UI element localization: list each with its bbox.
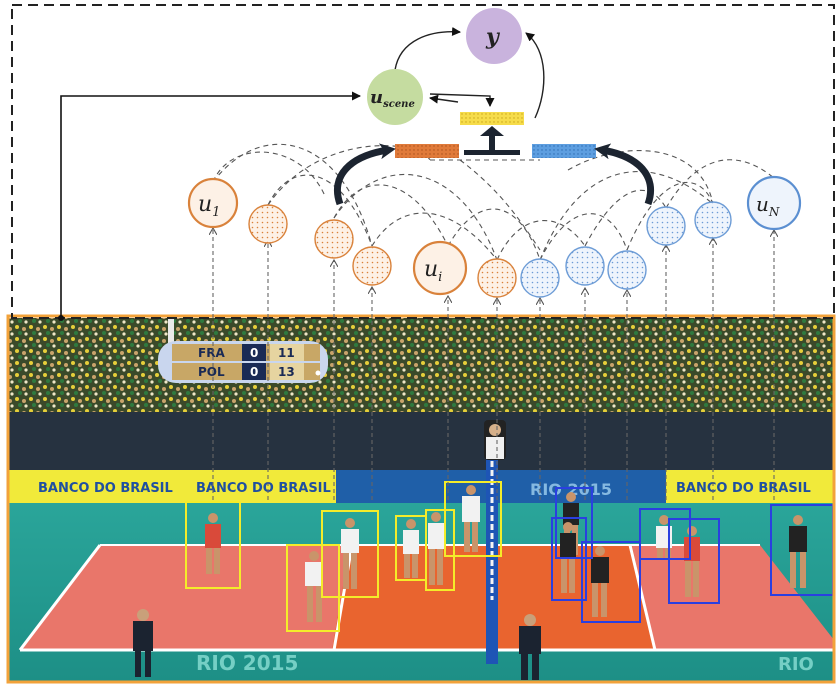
blue-boxes xyxy=(551,487,834,623)
scene-connector xyxy=(60,91,361,318)
svg-text:ui: ui xyxy=(424,257,442,285)
line-judge-center xyxy=(519,614,541,680)
feature-arrows xyxy=(213,228,774,500)
bbox-right-2 xyxy=(551,517,587,601)
scoreboard: FRA 0 11 POL 0 13 xyxy=(158,341,328,383)
score-sets-2: 0 xyxy=(250,365,258,379)
crowd-stands xyxy=(8,318,834,426)
svg-text:uN: uN xyxy=(756,192,780,219)
player xyxy=(341,518,359,589)
serve-indicator xyxy=(315,370,321,376)
person-node-left-4 xyxy=(352,246,392,286)
person-node-right-5 xyxy=(694,201,732,239)
referee-head xyxy=(489,424,501,436)
person-node-left-6 xyxy=(477,258,517,298)
player xyxy=(428,512,444,585)
bbox-left-1 xyxy=(185,501,241,589)
player xyxy=(591,546,609,617)
player xyxy=(462,485,480,552)
person-node-right-4 xyxy=(646,206,686,246)
player xyxy=(205,513,221,574)
node-u-scene: uscene xyxy=(367,69,423,125)
scene-to-pooled-arrow xyxy=(429,93,495,107)
banner-left-2: BANCO DO BRASIL xyxy=(196,481,331,496)
person-node-right-3 xyxy=(607,250,647,290)
floor-logo: RIO 2015 xyxy=(196,651,298,675)
video-frame: BANCO DO BRASIL BANCO DO BRASIL BANCO DO… xyxy=(6,314,836,684)
score-points-2: 13 xyxy=(278,365,295,379)
left-team-feature xyxy=(395,144,459,158)
pooled-to-y-arrow xyxy=(525,32,545,119)
score-points-1: 11 xyxy=(278,346,295,360)
net-pole xyxy=(486,452,498,664)
bbox-right-4 xyxy=(639,508,691,560)
person-node-right-2 xyxy=(565,246,605,286)
svg-text:y: y xyxy=(485,24,501,50)
player xyxy=(789,515,807,588)
banner-right: BANCO DO BRASIL xyxy=(676,481,811,496)
relation-arcs xyxy=(212,143,775,261)
yellow-boxes xyxy=(185,481,502,632)
pooled-to-scene-arrow xyxy=(429,94,459,104)
banner-left-1: BANCO DO BRASIL xyxy=(38,481,173,496)
bbox-right-3 xyxy=(581,541,641,623)
node-y: y xyxy=(466,8,522,64)
referee-shirt xyxy=(486,437,504,459)
pooling-operator xyxy=(464,126,520,155)
svg-text:u1: u1 xyxy=(198,192,220,220)
bbox-left-2 xyxy=(286,544,340,632)
pooled-feature xyxy=(460,112,524,125)
floor-logo-right: RIO xyxy=(778,654,814,675)
court-line-left xyxy=(18,544,102,651)
node-u-i: ui xyxy=(412,240,468,296)
court-line-attack-right xyxy=(628,544,657,651)
right-aggregate-arrow xyxy=(594,143,655,206)
player xyxy=(305,551,323,622)
person-node-left-2 xyxy=(248,204,288,244)
bbox-right-5 xyxy=(668,518,720,604)
left-aggregate-arrow xyxy=(334,143,396,206)
model-dashed-frame xyxy=(11,4,835,319)
bbox-right-1 xyxy=(555,487,593,559)
bbox-left-6 xyxy=(444,481,502,557)
player xyxy=(560,522,576,593)
scene-to-y-arrow xyxy=(394,26,461,71)
score-sets-1: 0 xyxy=(250,346,258,360)
crowd-lower xyxy=(8,412,834,472)
connector-dot xyxy=(58,315,64,321)
person-node-right-1 xyxy=(520,258,560,298)
line-judge-left xyxy=(133,609,153,677)
svg-text:uscene: uscene xyxy=(370,87,415,110)
person-node-left-3 xyxy=(314,219,354,259)
video-frame-border xyxy=(6,314,836,684)
right-team-feature xyxy=(532,144,596,158)
node-u-1: u1 xyxy=(187,177,239,229)
node-u-N: uN xyxy=(746,175,802,231)
player xyxy=(403,519,419,578)
score-team-2: POL xyxy=(198,365,225,379)
bbox-left-3 xyxy=(321,510,379,598)
score-team-1: FRA xyxy=(198,346,225,360)
bbox-left-5 xyxy=(425,509,455,591)
